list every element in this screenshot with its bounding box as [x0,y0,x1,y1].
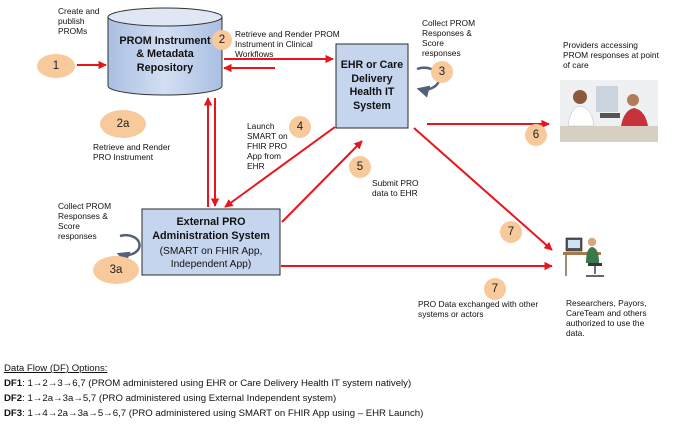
legend-df1-key: DF1 [4,378,23,389]
external-pro-system-box [141,208,281,276]
doctor-patient-photo [560,80,658,142]
step-3-circle: 3 [431,61,453,83]
step-6-circle: 6 [525,124,547,146]
step-4-circle: 4 [289,116,311,138]
step-7-lower-circle: 7 [484,278,506,300]
arrow-ehr-to-researchers [413,127,553,251]
label-researchers: Researchers, Payors, CareTeam and others… [566,298,647,338]
ehr-system-box [335,43,409,129]
legend-df1: DF1: 1→2→3→6,7 (PROM administered using … [4,378,411,390]
step-1-circle: 1 [37,54,75,78]
label-providers: Providers accessing PROM responses at po… [563,40,659,70]
arrow-ehr-to-external [224,126,336,208]
external-pro-subtitle: (SMART on FHIR App, Independent App) [159,246,263,270]
arrow-external-to-ehr [281,140,363,223]
label-retrieve-render-clinical: Retrieve and Render PROM Instrument in C… [235,29,340,59]
step-7-upper-circle: 7 [500,221,522,243]
label-submit-pro: Submit PRO data to EHR [372,178,419,198]
label-pro-exchanged: PRO Data exchanged with other systems or… [418,299,539,319]
label-create-publish: Create and publish PROMs [58,6,100,36]
label-launch-smart: Launch SMART on FHIR PRO App from EHR [247,121,288,171]
cycle-arrow-external [116,233,141,264]
step-5-circle: 5 [349,156,371,178]
legend-df3-key: DF3 [4,408,23,419]
researcher-at-computer-icon [563,237,604,277]
step-3a-circle: 3a [93,256,139,284]
legend-title: Data Flow (DF) Options: [4,363,108,374]
legend-df2: DF2: 1→2a→3a→5,7 (PRO administered using… [4,393,336,405]
label-collect-left: Collect PROM Responses & Score responses [58,201,112,241]
repository-cylinder [107,7,223,96]
step-2a-circle: 2a [100,110,146,138]
legend-df3-text: : 1→4→2a→3a→5→6,7 (PRO administered usin… [22,408,424,419]
external-pro-title: External PRO Administration System [152,216,270,242]
legend-df2-key: DF2 [4,393,23,404]
ehr-system-label: EHR or Care Delivery Health IT System [340,59,404,112]
legend-df2-text: : 1→2a→3a→5,7 (PRO administered using Ex… [22,393,337,404]
label-retrieve-render-pro: Retrieve and Render PRO Instrument [93,142,171,162]
repository-label: PROM Instrument & Metadata Repository [119,34,211,74]
step-2-circle: 2 [212,30,232,50]
legend-df3: DF3: 1→4→2a→3a→5→6,7 (PRO administered u… [4,408,423,420]
legend-df1-text: : 1→2→3→6,7 (PROM administered using EHR… [22,378,412,389]
label-collect-top: Collect PROM Responses & Score responses [422,18,476,58]
